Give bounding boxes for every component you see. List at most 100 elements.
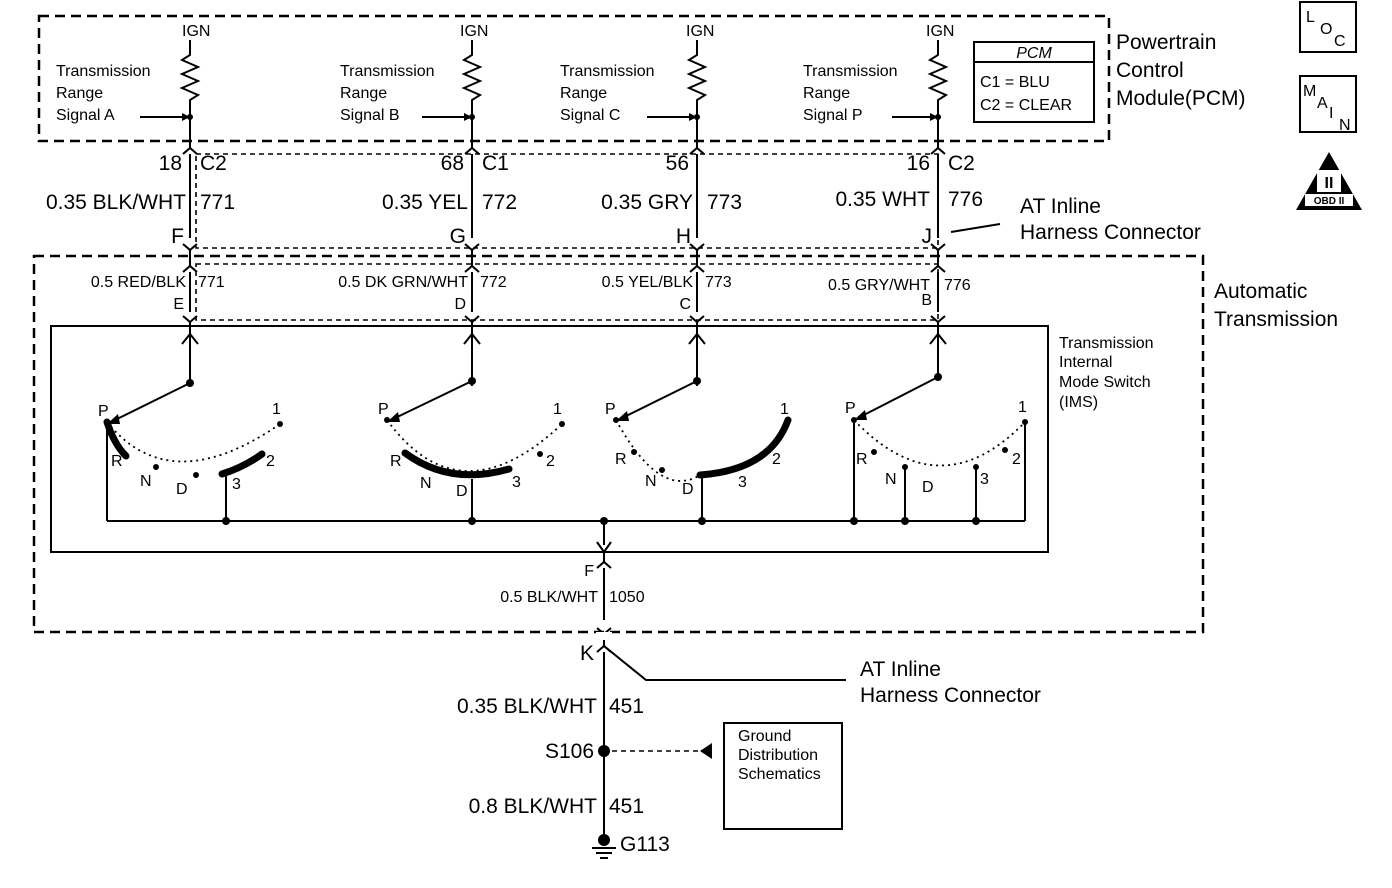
svg-text:D: D bbox=[682, 481, 694, 498]
channel-signal-b: IGN Transmission Range Signal B 68 C1 0.… bbox=[338, 23, 565, 525]
svg-text:Transmission: Transmission bbox=[803, 63, 898, 80]
svg-text:3: 3 bbox=[512, 474, 521, 491]
svg-text:0.35 WHT: 0.35 WHT bbox=[835, 188, 930, 211]
automatic-transmission-boundary bbox=[32, 254, 1205, 634]
svg-text:OBD II: OBD II bbox=[1314, 196, 1345, 207]
ground-distribution-box bbox=[723, 722, 843, 830]
svg-text:773: 773 bbox=[707, 191, 742, 214]
svg-text:J: J bbox=[922, 225, 933, 248]
inline-connector-label-1: AT Inline bbox=[1020, 195, 1101, 218]
svg-text:IGN: IGN bbox=[460, 23, 488, 40]
legend-c2: C2 = CLEAR bbox=[980, 97, 1072, 114]
ground-connector-pin: K bbox=[580, 642, 594, 665]
svg-text:Schematics: Schematics bbox=[738, 766, 821, 783]
svg-text:68: 68 bbox=[441, 152, 464, 175]
svg-text:P: P bbox=[845, 400, 856, 417]
svg-text:Range: Range bbox=[340, 85, 387, 102]
svg-text:776: 776 bbox=[944, 277, 971, 294]
svg-text:Transmission: Transmission bbox=[560, 63, 655, 80]
svg-text:0.5 YEL/BLK: 0.5 YEL/BLK bbox=[602, 274, 694, 291]
pull-up-resistor bbox=[179, 40, 201, 116]
pcm-pin: 18 bbox=[159, 152, 182, 175]
svg-text:Range: Range bbox=[560, 85, 607, 102]
inline-pin: F bbox=[171, 225, 184, 248]
ground-wire-pin: F bbox=[584, 563, 594, 580]
svg-text:0.5 DK GRN/WHT: 0.5 DK GRN/WHT bbox=[338, 274, 468, 291]
ground-inline-label-1: AT Inline bbox=[860, 658, 941, 681]
ground-path: F 0.5 BLK/WHT 1050 K AT Inline Harness C… bbox=[457, 521, 1041, 859]
svg-text:B: B bbox=[921, 292, 932, 309]
svg-text:N: N bbox=[1339, 117, 1351, 134]
ground-wire-circuit: 1050 bbox=[609, 589, 645, 606]
ims-label-4: (IMS) bbox=[1059, 394, 1098, 411]
auto-trans-label-2: Transmission bbox=[1214, 308, 1338, 331]
svg-text:D: D bbox=[176, 481, 188, 498]
ground-lower-label: 0.8 BLK/WHT bbox=[469, 795, 598, 818]
pcm-dashed-boundary bbox=[37, 14, 1111, 143]
trans-pin: E bbox=[173, 296, 184, 313]
svg-text:0.5 GRY/WHT: 0.5 GRY/WHT bbox=[828, 277, 930, 294]
svg-text:C: C bbox=[1334, 33, 1346, 50]
svg-text:2: 2 bbox=[1012, 451, 1021, 468]
channel-signal-p: IGN Transmission Range Signal P 16 C2 0.… bbox=[803, 23, 1028, 525]
ground-symbol-icon bbox=[592, 834, 616, 859]
legend-title: PCM bbox=[1016, 45, 1052, 62]
svg-text:M: M bbox=[1303, 83, 1316, 100]
svg-text:Transmission: Transmission bbox=[56, 63, 151, 80]
svg-text:C: C bbox=[679, 296, 691, 313]
pcm-title-3: Module(PCM) bbox=[1116, 87, 1246, 110]
svg-text:I: I bbox=[1329, 105, 1333, 122]
auto-trans-label-1: Automatic bbox=[1214, 280, 1307, 303]
svg-text:3: 3 bbox=[232, 476, 241, 493]
svg-text:1: 1 bbox=[272, 401, 281, 418]
svg-text:C2: C2 bbox=[948, 152, 975, 175]
wire-label: 0.35 BLK/WHT bbox=[46, 191, 186, 214]
obd-ii-icon: II OBD II bbox=[1296, 152, 1362, 210]
svg-text:2: 2 bbox=[772, 451, 781, 468]
svg-text:R: R bbox=[856, 451, 868, 468]
ground-point-label: G113 bbox=[620, 833, 670, 856]
svg-text:2: 2 bbox=[546, 453, 555, 470]
pcm-module: Powertrain Control Module(PCM) PCM C1 = … bbox=[37, 14, 1246, 143]
svg-text:C1: C1 bbox=[482, 152, 509, 175]
ground-wire-label: 0.5 BLK/WHT bbox=[500, 589, 598, 606]
svg-text:N: N bbox=[140, 473, 152, 490]
svg-text:56: 56 bbox=[666, 152, 689, 175]
svg-text:Signal B: Signal B bbox=[340, 107, 400, 124]
svg-text:A: A bbox=[1317, 95, 1328, 112]
pcm-conn: C2 bbox=[200, 152, 227, 175]
ground-upper-circuit: 451 bbox=[609, 695, 644, 718]
svg-text:16: 16 bbox=[907, 152, 930, 175]
svg-text:Signal A: Signal A bbox=[56, 107, 115, 124]
svg-text:Range: Range bbox=[56, 85, 103, 102]
svg-text:O: O bbox=[1320, 21, 1332, 38]
ims-label-1: Transmission bbox=[1059, 335, 1154, 352]
svg-text:IGN: IGN bbox=[926, 23, 954, 40]
legend-c1: C1 = BLU bbox=[980, 74, 1050, 91]
svg-text:776: 776 bbox=[948, 188, 983, 211]
ims-label-3: Mode Switch bbox=[1059, 374, 1151, 391]
ground-lower-circuit: 451 bbox=[609, 795, 644, 818]
svg-text:773: 773 bbox=[705, 274, 732, 291]
svg-text:D: D bbox=[454, 296, 466, 313]
splice-s106 bbox=[598, 745, 610, 757]
svg-text:Transmission: Transmission bbox=[340, 63, 435, 80]
svg-text:N: N bbox=[645, 473, 657, 490]
pcm-title-2: Control bbox=[1116, 59, 1184, 82]
svg-text:N: N bbox=[420, 475, 432, 492]
svg-text:Distribution: Distribution bbox=[738, 747, 818, 764]
main-icon: M A I N bbox=[1299, 75, 1357, 134]
svg-text:Signal C: Signal C bbox=[560, 107, 620, 124]
channel-signal-c: IGN Transmission Range Signal C 56 0.35 … bbox=[560, 23, 792, 525]
svg-text:H: H bbox=[676, 225, 691, 248]
svg-text:R: R bbox=[615, 451, 627, 468]
svg-text:772: 772 bbox=[480, 274, 507, 291]
pcm-title-1: Powertrain bbox=[1116, 31, 1216, 54]
svg-text:0.35 YEL: 0.35 YEL bbox=[382, 191, 468, 214]
svg-text:P: P bbox=[605, 401, 616, 418]
svg-text:D: D bbox=[456, 483, 468, 500]
svg-text:P: P bbox=[378, 401, 389, 418]
transmission-connector-region bbox=[195, 263, 939, 321]
svg-text:1: 1 bbox=[553, 401, 562, 418]
svg-text:P: P bbox=[98, 403, 109, 420]
